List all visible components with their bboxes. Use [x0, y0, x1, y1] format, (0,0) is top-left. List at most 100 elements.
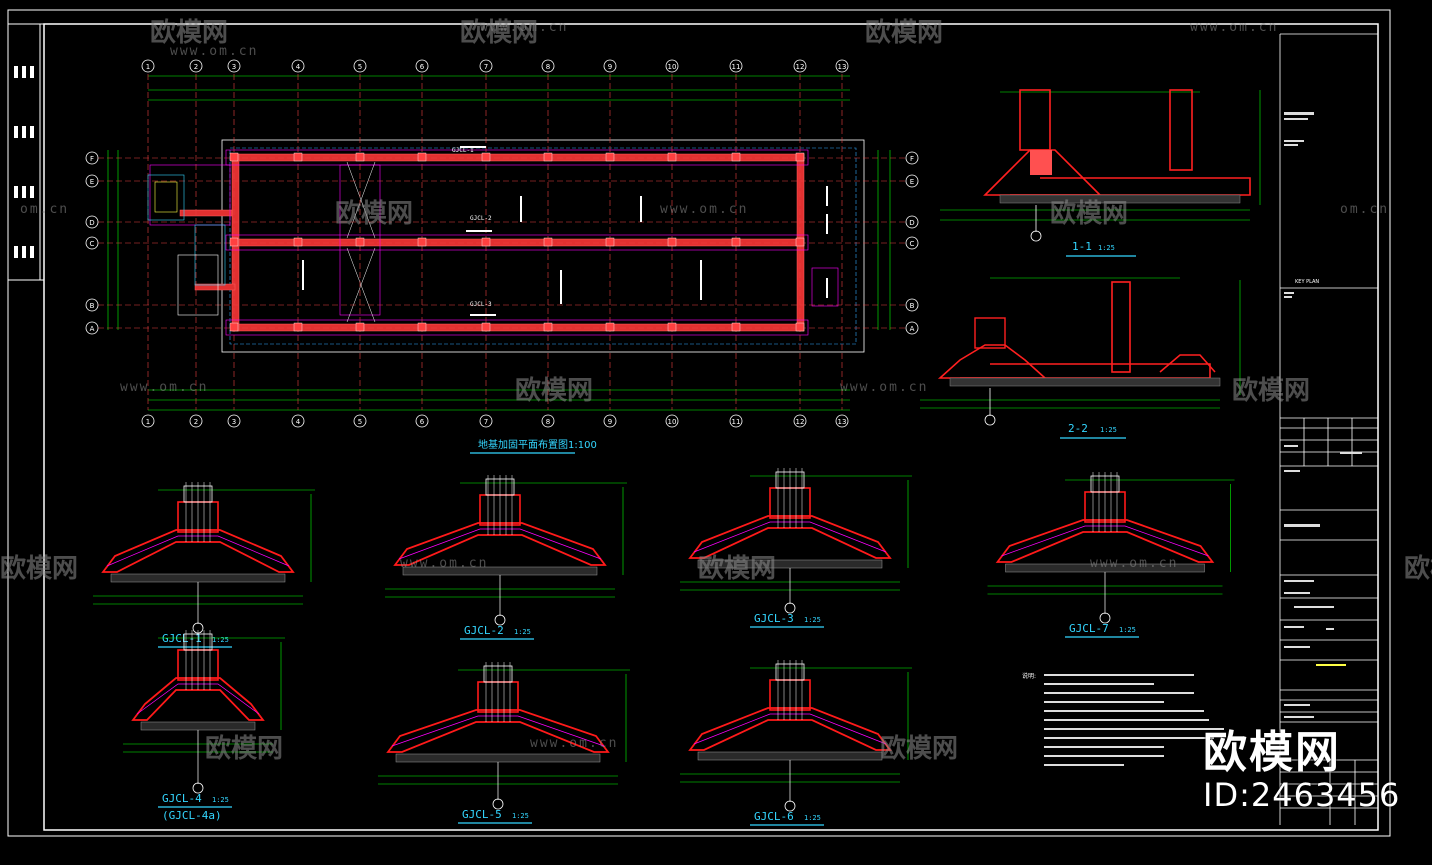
axis-bubble-col-11-top — [729, 59, 743, 73]
axis-bubble-col-5-top — [353, 59, 367, 73]
axis-bubble-col-13-top — [835, 59, 849, 73]
axis-bubble-row-E-left — [85, 174, 99, 188]
axis-bubble-col-2-top — [189, 59, 203, 73]
axis-label-row-A-left: A — [90, 325, 95, 333]
detail-center-bubble — [492, 798, 504, 810]
pier — [293, 152, 303, 162]
axis-bubble-row-D-right — [905, 215, 919, 229]
note-line — [1044, 683, 1154, 685]
axis-bubble-col-10-bottom — [665, 414, 679, 428]
notes-lines — [1044, 674, 1224, 766]
axis-bubble-row-D-left — [85, 215, 99, 229]
pier — [543, 152, 553, 162]
axis-bubble-row-C-left — [85, 236, 99, 250]
detail-scale: 1:25 — [1119, 626, 1136, 634]
note-line — [1044, 719, 1209, 721]
note-line — [1044, 674, 1194, 676]
detail-gravel-base — [697, 559, 883, 569]
axis-label-col-6-bottom: 6 — [420, 418, 425, 426]
detail-foundation-outline — [995, 519, 1215, 563]
detail-title: GJCL-4 — [162, 792, 202, 805]
note-line — [1044, 737, 1214, 739]
detail-scale: 1:25 — [514, 628, 531, 636]
outer-border — [7, 9, 1391, 837]
pier — [795, 237, 805, 247]
section-2-2: 2-2 1:25 — [920, 277, 1241, 439]
axis-label-col-9-bottom: 9 — [608, 418, 612, 426]
pier — [293, 237, 303, 247]
watermark-id: ID:2463456 — [1203, 776, 1401, 814]
plan-piers — [229, 152, 805, 332]
pier — [731, 237, 741, 247]
pier — [667, 152, 677, 162]
pier — [355, 152, 365, 162]
axis-label-col-3-top: 3 — [232, 63, 236, 71]
axis-bubble-row-A-right — [905, 321, 919, 335]
section-2-2-scale: 1:25 — [1100, 426, 1117, 434]
section-1-1-title: 1-1 — [1072, 240, 1092, 253]
pier — [417, 152, 427, 162]
pier — [543, 322, 553, 332]
detail-title: GJCL-3 — [754, 612, 794, 625]
left-strip-marks — [14, 66, 34, 258]
note-line — [1044, 692, 1194, 694]
detail-gravel-base — [697, 751, 883, 761]
detail-title: GJCL-5 — [462, 808, 502, 821]
note-line — [1044, 764, 1124, 766]
section-1-1: 1-1 1:25 — [940, 89, 1261, 257]
axis-bubble-row-B-right — [905, 298, 919, 312]
pier — [481, 322, 491, 332]
axis-bubble-col-9-bottom — [603, 414, 617, 428]
axis-bubble-col-2-bottom — [189, 414, 203, 428]
axis-label-row-D-left: D — [89, 219, 94, 227]
detail-scale: 1:25 — [804, 814, 821, 822]
detail-gravel-base — [1005, 563, 1205, 573]
pier — [667, 237, 677, 247]
axis-label-col-13-top: 13 — [838, 63, 847, 71]
axis-label-col-6-top: 6 — [420, 63, 425, 71]
axis-bubble-row-B-left — [85, 298, 99, 312]
axis-bubble-col-4-bottom — [291, 414, 305, 428]
note-line — [1044, 755, 1164, 757]
axis-label-row-C-right: C — [910, 240, 915, 248]
detail-subtitle: (GJCL-4a) — [162, 809, 222, 822]
axis-label-col-10-bottom: 10 — [668, 418, 677, 426]
axis-label-col-4-bottom: 4 — [296, 418, 301, 426]
axis-label-col-9-top: 9 — [608, 63, 612, 71]
note-line — [1044, 710, 1204, 712]
detail-gravel-base — [140, 721, 256, 731]
detail-foundation-outline — [688, 707, 892, 751]
plan-wall-strips — [179, 153, 805, 332]
axis-label-col-1-bottom: 1 — [146, 418, 150, 426]
pier — [481, 152, 491, 162]
pier — [795, 322, 805, 332]
axis-label-col-12-top: 12 — [796, 63, 805, 71]
axis-label-col-8-top: 8 — [546, 63, 550, 71]
axis-label-row-F-left: F — [90, 155, 94, 163]
axis-label-col-5-top: 5 — [358, 63, 362, 71]
pier — [605, 152, 615, 162]
pier — [731, 322, 741, 332]
axis-label-col-3-bottom: 3 — [232, 418, 236, 426]
section-2-2-title: 2-2 — [1068, 422, 1088, 435]
plan-beam-outlines — [149, 149, 839, 336]
axis-label-col-8-bottom: 8 — [546, 418, 550, 426]
plan-beam-label-2: GJCL-2 — [470, 215, 492, 222]
detail-center-bubble — [784, 602, 796, 614]
pier — [731, 152, 741, 162]
note-line — [1044, 728, 1224, 730]
plan-diagonals — [346, 161, 376, 323]
axis-bubble-col-1-top — [141, 59, 155, 73]
detail-scale: 1:25 — [512, 812, 529, 820]
detail-center-bubble — [1099, 612, 1111, 624]
axis-bubble-col-4-top — [291, 59, 305, 73]
axis-bubble-col-3-bottom — [227, 414, 241, 428]
plan-dimension-lines — [107, 75, 891, 411]
detail-title: GJCL-7 — [1069, 622, 1109, 635]
axis-bubble-col-6-top — [415, 59, 429, 73]
axis-bubble-row-E-right — [905, 174, 919, 188]
axis-label-row-A-right: A — [910, 325, 915, 333]
